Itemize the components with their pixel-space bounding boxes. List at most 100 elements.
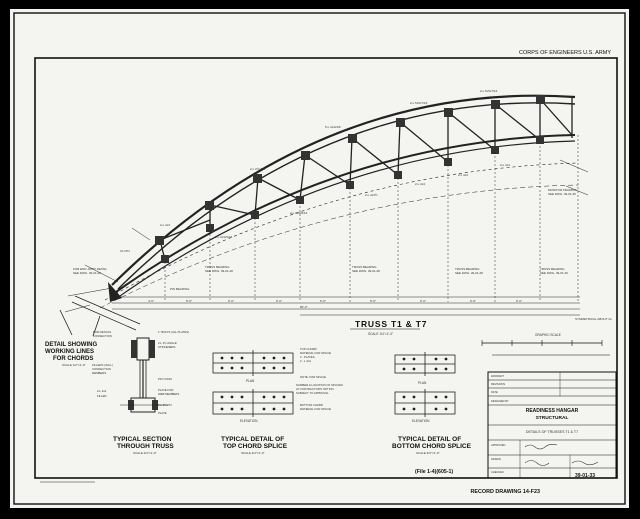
section-through-truss: FOR DETAILS CONNECTION FILLERS (INCL.) C…	[92, 330, 189, 455]
svg-text:SEE DWG. 39-01-29: SEE DWG. 39-01-29	[73, 271, 101, 275]
svg-text:SCALE 3/4"=1'-0": SCALE 3/4"=1'-0"	[241, 451, 265, 455]
svg-text:WARRANT: WARRANT	[491, 374, 504, 378]
svg-text:TRUSS BEARING: TRUSS BEARING	[455, 267, 480, 271]
svg-text:2-L 3½ ANGLE: 2-L 3½ ANGLE	[158, 341, 177, 345]
svg-text:APPROVED: APPROVED	[491, 443, 506, 447]
svg-text:2-L 4x4: 2-L 4x4	[97, 389, 107, 393]
discipline: STRUCTURAL	[536, 415, 569, 421]
svg-text:THROUGH TRUSS: THROUGH TRUSS	[117, 443, 174, 450]
svg-text:FILLERS (INCL.): FILLERS (INCL.)	[92, 363, 113, 367]
truss-elevation	[64, 94, 589, 316]
drawing-border	[34, 57, 618, 479]
svg-text:SCALE 3/4"=1'-0": SCALE 3/4"=1'-0"	[133, 451, 157, 455]
svg-text:FOR END JOINT DETAIL: FOR END JOINT DETAIL	[73, 267, 107, 271]
record-drawing: RECORD DRAWING 14-F23	[471, 489, 541, 495]
top-chord-splice: PLAN ELEVATION TYPICAL DETAIL OF TOP CHO…	[212, 350, 294, 455]
truss-annotations: FOR END JOINT DETAIL SEE DWG. 39-01-29 T…	[73, 89, 613, 321]
splice-notes: TOP CHORD MATERIAL FOR SPLICE 2 - PLATES…	[296, 347, 343, 411]
svg-text:WEB MEMBERS: WEB MEMBERS	[158, 392, 179, 396]
svg-text:2-L 3½x3½: 2-L 3½x3½	[250, 167, 265, 171]
svg-text:MONITOR FRAMING: MONITOR FRAMING	[548, 188, 577, 192]
svg-text:6'-6": 6'-6"	[276, 299, 282, 303]
svg-text:SEE DWG. 39-01-28: SEE DWG. 39-01-28	[205, 269, 233, 273]
svg-text:CL PIN: CL PIN	[120, 249, 130, 253]
svg-text:TYPICAL DETAIL OF: TYPICAL DETAIL OF	[221, 436, 284, 443]
svg-text:SEE DWG. 39-01-28: SEE DWG. 39-01-28	[455, 271, 483, 275]
svg-text:SEE DWG. 39-01-29: SEE DWG. 39-01-29	[540, 271, 568, 275]
detail-working-lines: DETAIL SHOWING WORKING LINES FOR CHORDS …	[45, 295, 141, 367]
svg-text:2-L 4x4: 2-L 4x4	[500, 163, 510, 167]
svg-text:SCALE 1/2"=1'-0": SCALE 1/2"=1'-0"	[62, 363, 86, 367]
svg-text:FOR DETAILS: FOR DETAILS	[93, 330, 111, 334]
svg-text:80'-0": 80'-0"	[300, 305, 308, 309]
svg-text:PLAN: PLAN	[418, 381, 427, 385]
svg-text:BOTTOM CHORD SPLICE: BOTTOM CHORD SPLICE	[392, 443, 472, 450]
svg-text:FILLER: FILLER	[97, 394, 106, 398]
svg-text:1" BOLTS (ALL PLATES): 1" BOLTS (ALL PLATES)	[158, 330, 189, 334]
sheet-number: 39-01-33	[575, 473, 595, 479]
svg-text:SYMMETRICAL ABOUT CL: SYMMETRICAL ABOUT CL	[575, 317, 613, 321]
svg-text:PLAN: PLAN	[246, 379, 255, 383]
agency-label: CORPS OF ENGINEERS U.S. ARMY	[519, 50, 611, 56]
svg-text:TRUSS BEARING: TRUSS BEARING	[352, 265, 377, 269]
svg-text:REVISIONS: REVISIONS	[491, 382, 505, 386]
svg-text:SCALE 3/4"=1'-0": SCALE 3/4"=1'-0"	[416, 451, 440, 455]
svg-text:2-L 4x3½: 2-L 4x3½	[365, 193, 378, 197]
svg-text:2 - PLATES: 2 - PLATES	[300, 355, 315, 359]
svg-text:DETAIL SHOWING: DETAIL SHOWING	[45, 342, 97, 348]
svg-text:CONNECTION: CONNECTION	[92, 367, 111, 371]
svg-text:ELEVATION: ELEVATION	[240, 419, 258, 423]
svg-text:2-L 4x3: 2-L 4x3	[160, 223, 170, 227]
bottom-chord-splice: PLAN ELEVATION TYPICAL DETAIL OF BOTTOM …	[392, 352, 472, 455]
svg-text:2-L 3½x3½: 2-L 3½x3½	[158, 403, 173, 407]
svg-text:SUBJECT TO APPROVAL: SUBJECT TO APPROVAL	[296, 391, 329, 395]
svg-text:4'-6": 4'-6"	[148, 299, 154, 303]
svg-text:CHECKED: CHECKED	[491, 470, 504, 474]
svg-text:BOTTOM CHORD: BOTTOM CHORD	[300, 403, 323, 407]
svg-text:AT CONTRACTOR'S OPTION: AT CONTRACTOR'S OPTION	[296, 387, 334, 391]
svg-text:DRAWN: DRAWN	[491, 457, 501, 461]
svg-text:MATERIAL FOR SPLICE: MATERIAL FOR SPLICE	[300, 351, 331, 355]
svg-text:PIN CONN.: PIN CONN.	[158, 377, 173, 381]
svg-text:6'-6": 6'-6"	[516, 299, 522, 303]
svg-text:TOP CHORD: TOP CHORD	[300, 347, 317, 351]
sheet-subtitle: DETAILS OF TRUSSES T1 & T7	[526, 430, 578, 434]
svg-text:GRAPHIC SCALE: GRAPHIC SCALE	[535, 333, 561, 337]
svg-text:NUMBER & LOCATION OF SPLICES: NUMBER & LOCATION OF SPLICES	[296, 383, 343, 387]
svg-text:6'-6": 6'-6"	[228, 299, 234, 303]
svg-text:PLATE FOR: PLATE FOR	[158, 388, 173, 392]
svg-text:DESIGNED BY: DESIGNED BY	[491, 399, 509, 403]
svg-text:TRUSS BEARING: TRUSS BEARING	[205, 265, 230, 269]
title-block: WARRANT REVISIONS DATE DESIGNED BY APPRO…	[487, 371, 617, 479]
svg-text:6'-6": 6'-6"	[186, 299, 192, 303]
svg-text:5-L 4x4x3/8: 5-L 4x4x3/8	[325, 125, 341, 129]
svg-text:TRUSS BEARING: TRUSS BEARING	[540, 267, 565, 271]
project-name: READINESS HANGAR	[526, 408, 579, 414]
svg-text:DATE: DATE	[491, 390, 498, 394]
svg-text:FOR CHORDS: FOR CHORDS	[53, 356, 93, 362]
svg-text:2-L 4x4: 2-L 4x4	[458, 173, 468, 177]
svg-text:NOTE: FOR SPLICE: NOTE: FOR SPLICE	[300, 375, 326, 379]
svg-text:MATERIAL FOR SPLICE: MATERIAL FOR SPLICE	[300, 407, 331, 411]
svg-text:2-L 5x5x7/16: 2-L 5x5x7/16	[410, 101, 428, 105]
svg-text:WORKING LINES: WORKING LINES	[45, 349, 94, 355]
graphic-scale: GRAPHIC SCALE	[481, 333, 610, 356]
svg-text:PIN BEARING: PIN BEARING	[170, 287, 190, 291]
svg-text:2-L 3x3x5/16: 2-L 3x3x5/16	[290, 211, 308, 215]
svg-text:2-L 4x4: 2-L 4x4	[415, 182, 425, 186]
svg-text:CONNECTION: CONNECTION	[93, 334, 112, 338]
outer-border	[13, 12, 626, 505]
svg-text:6'-6": 6'-6"	[420, 299, 426, 303]
svg-text:ELEVATION: ELEVATION	[412, 419, 430, 423]
svg-text:2-L 3x3x5/16: 2-L 3x3x5/16	[215, 235, 233, 239]
svg-text:STIFFENERS: STIFFENERS	[158, 345, 176, 349]
svg-text:MEMBERS: MEMBERS	[92, 371, 106, 375]
svg-text:2-L 5x5x7/16: 2-L 5x5x7/16	[480, 89, 498, 93]
svg-text:TOP CHORD SPLICE: TOP CHORD SPLICE	[223, 443, 288, 450]
svg-text:TYPICAL SECTION: TYPICAL SECTION	[113, 436, 172, 443]
svg-text:6'-6": 6'-6"	[370, 299, 376, 303]
svg-text:PLATE: PLATE	[158, 411, 167, 415]
truss-title: TRUSS T1 & T7	[355, 319, 427, 329]
svg-text:6'-6": 6'-6"	[470, 299, 476, 303]
